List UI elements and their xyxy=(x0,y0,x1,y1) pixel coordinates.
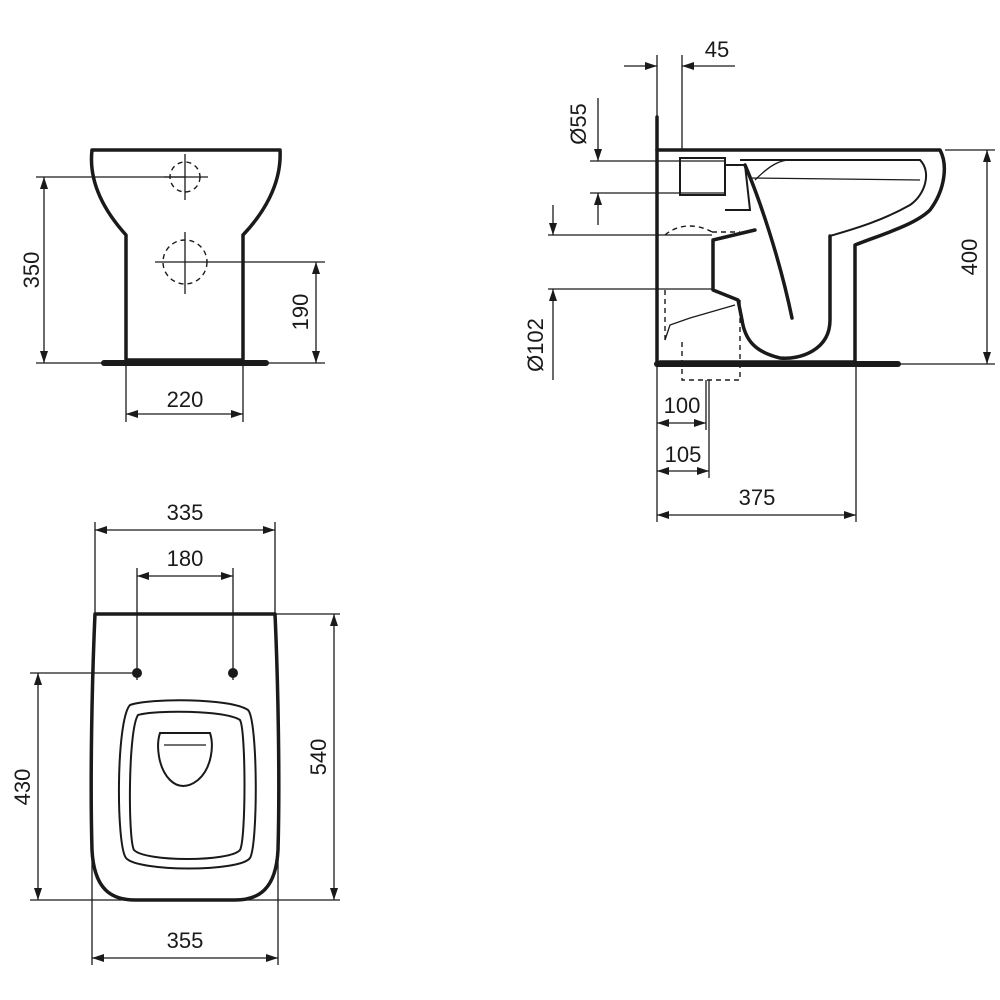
dim-label-45: 45 xyxy=(705,37,729,62)
dim-label-dia-102: Ø102 xyxy=(523,318,548,372)
dim-label-400: 400 xyxy=(957,239,982,276)
front-view: 350 190 220 xyxy=(19,148,325,422)
dim-label-180: 180 xyxy=(167,546,204,571)
top-view-lid-handle xyxy=(157,732,213,787)
dim-label-190: 190 xyxy=(288,294,313,331)
dim-label-105: 105 xyxy=(665,442,702,467)
dim-label-350: 350 xyxy=(19,252,44,289)
dim-label-220: 220 xyxy=(167,387,204,412)
dim-label-355: 355 xyxy=(167,928,204,953)
top-view-seat xyxy=(117,699,257,870)
side-view: 45 Ø55 Ø102 400 100 105 375 xyxy=(523,37,995,522)
dim-label-dia-55: Ø55 xyxy=(566,103,591,145)
side-view-outline xyxy=(655,148,947,364)
side-inlet-pipe xyxy=(679,157,726,196)
top-view: 335 180 540 430 355 xyxy=(10,500,340,965)
dim-label-100: 100 xyxy=(664,393,701,418)
front-view-outline xyxy=(89,148,282,362)
dim-label-375: 375 xyxy=(739,485,776,510)
dim-label-335: 335 xyxy=(167,500,204,525)
side-outlet-pipe xyxy=(664,225,741,381)
dim-label-430: 430 xyxy=(10,769,35,806)
dim-label-540: 540 xyxy=(306,739,331,776)
side-bowl xyxy=(711,163,832,360)
